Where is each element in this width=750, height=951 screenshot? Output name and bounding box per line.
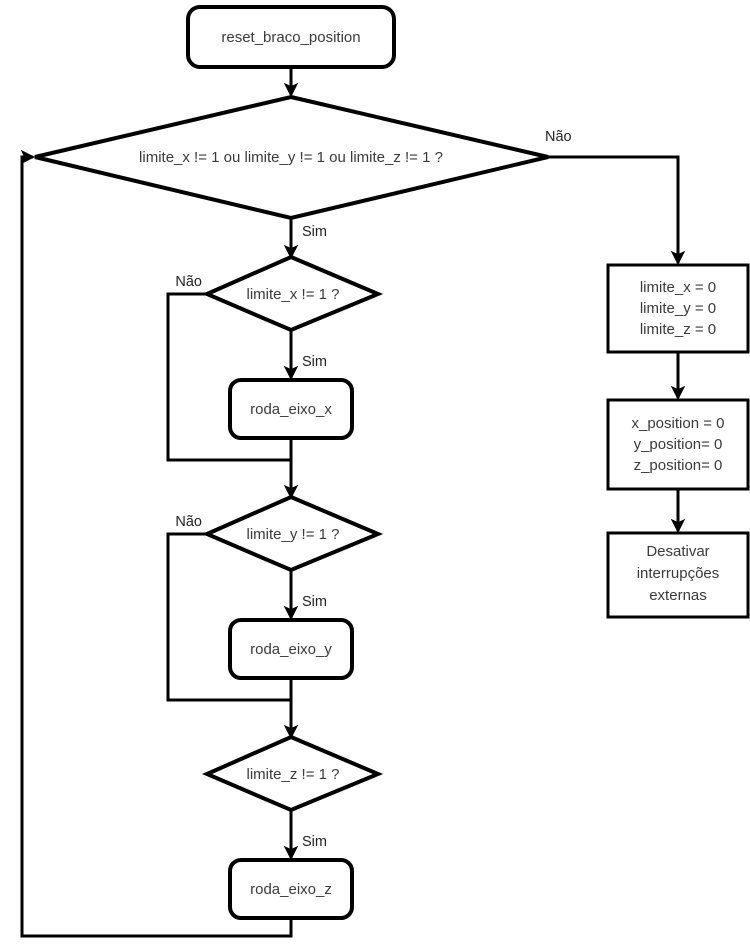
edge-label-x-yes: Sim (302, 354, 327, 370)
node-main-decision[interactable]: limite_x != 1 ou limite_y != 1 ou limite… (34, 94, 549, 221)
main-decision-label: limite_x != 1 ou limite_y != 1 ou limite… (139, 149, 443, 166)
reset-positions-line-3: z_position= 0 (634, 457, 723, 474)
disable-interrupts-line-2: interrupções (637, 565, 720, 582)
start-shape (186, 5, 396, 69)
reset-limits-line-2: limite_y = 0 (640, 300, 716, 317)
decision-z-shape (201, 734, 384, 813)
edge-label-y-yes: Sim (302, 594, 327, 610)
decision-z-label: limite_z != 1 ? (247, 766, 340, 783)
decision-y-label: limite_y != 1 ? (247, 526, 340, 543)
node-process-z[interactable]: roda_eixo_z (228, 858, 354, 920)
node-decision-x[interactable]: limite_x != 1 ? (201, 254, 384, 333)
node-start[interactable]: reset_braco_position (186, 5, 396, 69)
reset-positions-line-2: y_position= 0 (634, 436, 723, 453)
node-reset-positions[interactable]: x_position = 0 y_position= 0 z_position=… (606, 398, 750, 491)
process-x-shape (228, 378, 354, 440)
node-reset-limits[interactable]: limite_x = 0 limite_y = 0 limite_z = 0 (606, 263, 750, 354)
node-decision-z[interactable]: limite_z != 1 ? (201, 734, 384, 813)
edge-label-main-no: Não (545, 129, 572, 145)
reset-limits-shape (606, 263, 750, 354)
edge-label-x-no: Não (175, 274, 202, 290)
process-y-label: roda_eixo_y (250, 641, 332, 658)
node-disable-interrupts[interactable]: Desativar interrupções externas (606, 531, 750, 619)
disable-interrupts-shape (606, 531, 750, 619)
edge-decision-x-no (166, 292, 291, 462)
edge-main-no-to-reset-limits (548, 155, 686, 266)
disable-interrupts-line-3: externas (649, 587, 707, 604)
decision-y-shape (201, 494, 384, 573)
node-process-x[interactable]: roda_eixo_x (228, 378, 354, 440)
reset-limits-line-3: limite_z = 0 (640, 321, 716, 338)
reset-positions-line-1: x_position = 0 (632, 415, 725, 432)
edge-loop-back-to-main-decision (20, 149, 293, 938)
node-process-y[interactable]: roda_eixo_y (228, 618, 354, 680)
decision-x-shape (201, 254, 384, 333)
main-decision-shape (34, 94, 549, 221)
reset-positions-shape (606, 398, 750, 491)
edge-label-z-yes: Sim (302, 834, 327, 850)
process-z-shape (228, 858, 354, 920)
decision-x-label: limite_x != 1 ? (247, 286, 340, 303)
process-z-label: roda_eixo_z (250, 881, 332, 898)
process-x-label: roda_eixo_x (250, 401, 332, 418)
reset-limits-line-1: limite_x = 0 (640, 279, 716, 296)
edge-label-y-no: Não (175, 514, 202, 530)
node-decision-y[interactable]: limite_y != 1 ? (201, 494, 384, 573)
disable-interrupts-line-1: Desativar (646, 543, 709, 560)
edge-label-main-yes: Sim (302, 224, 327, 240)
start-label: reset_braco_position (221, 29, 360, 46)
edge-decision-y-no (166, 532, 291, 702)
process-y-shape (228, 618, 354, 680)
